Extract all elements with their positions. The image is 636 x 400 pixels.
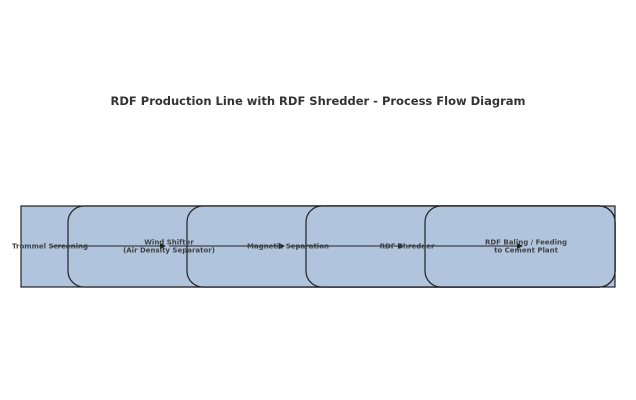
process-step-label: RDF Shredder [380,243,435,251]
diagram-title: RDF Production Line with RDF Shredder - … [110,94,526,108]
process-step-label: Wind Shifter [144,239,194,247]
process-step-label: Magnetic Separation [247,243,329,251]
process-step-label: RDF Baling / Feeding [485,239,567,247]
process-step-label: (Air Density Separator) [123,247,215,255]
process-step-label: Trommel Screening [12,243,88,251]
process-step-label: to Cement Plant [494,247,559,255]
